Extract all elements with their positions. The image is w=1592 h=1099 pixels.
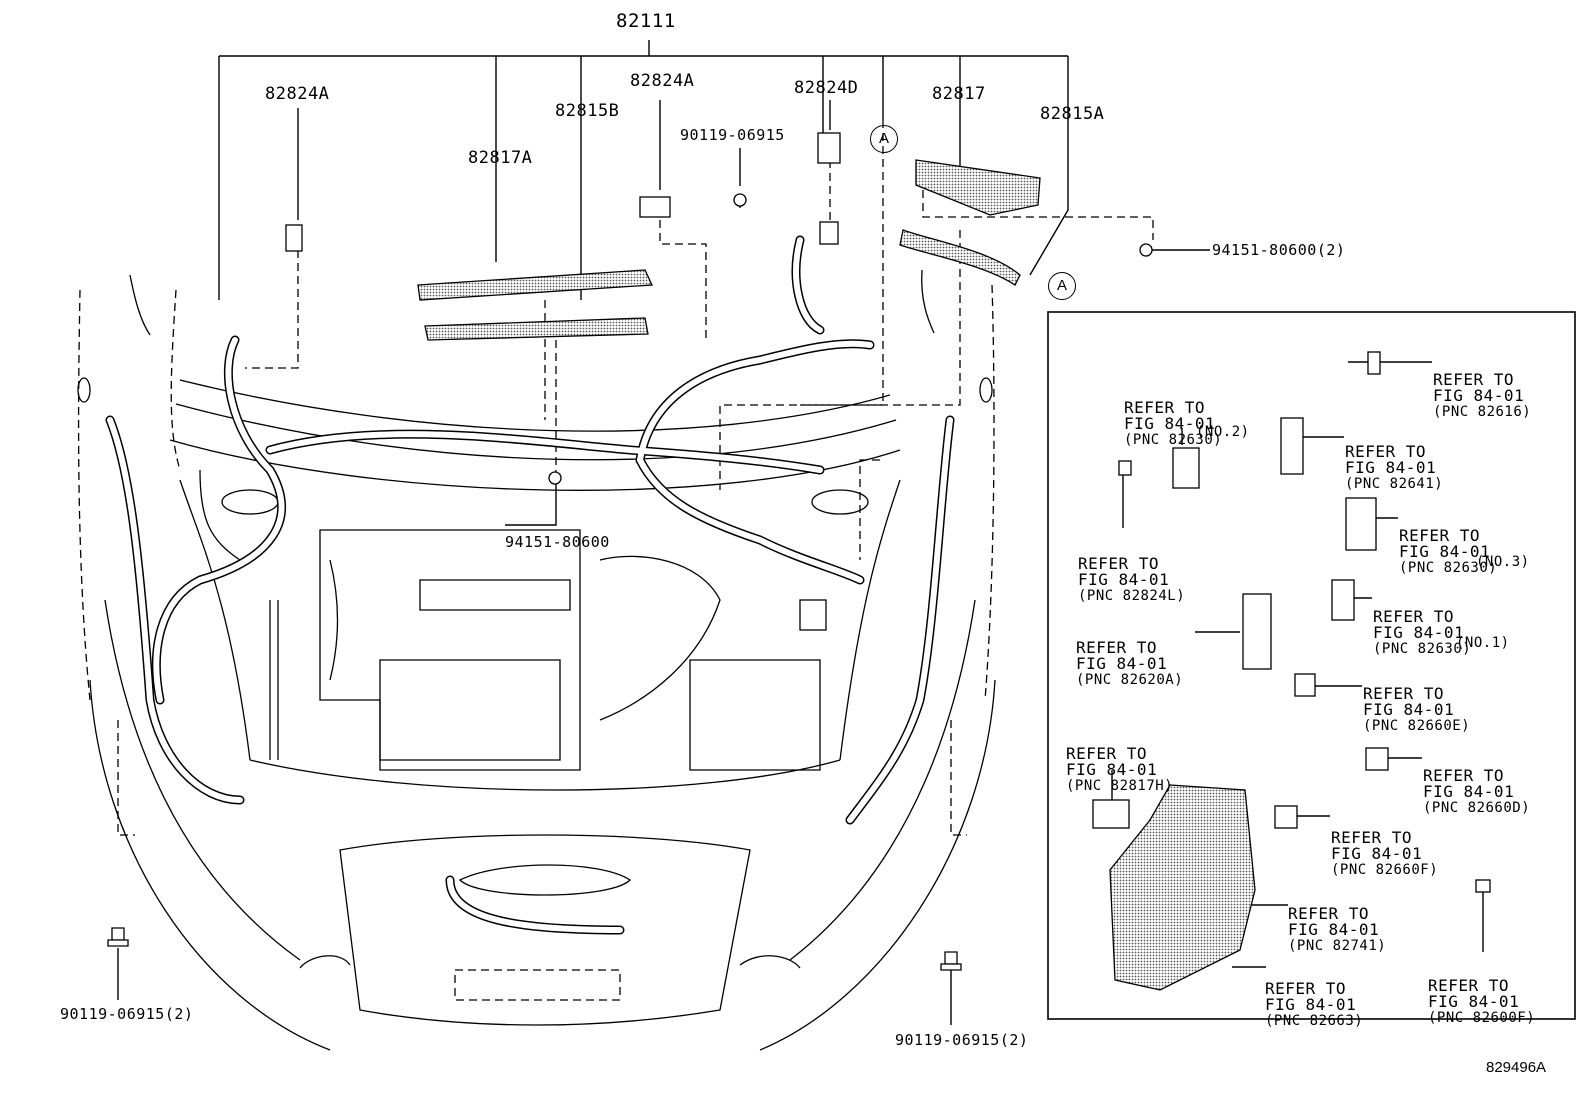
- label-clip-right: 94151-80600(2): [1212, 241, 1346, 259]
- callout-a-right: A: [1048, 272, 1076, 300]
- label-bolt-left: 90119-06915(2): [60, 1005, 194, 1023]
- label-82815b: 82815B: [555, 101, 620, 121]
- illustration-code: 829496A: [1486, 1059, 1547, 1076]
- label-82824a-center: 82824A: [630, 71, 695, 91]
- label-clip-center: 94151-80600: [505, 533, 610, 551]
- note-no3: (NO.3): [1476, 554, 1530, 570]
- label-82111: 82111: [616, 10, 676, 32]
- note-no2: (NO.2): [1196, 424, 1250, 440]
- label-82817: 82817: [932, 84, 986, 104]
- refer-box: [1047, 311, 1576, 1020]
- callout-a-top: A: [870, 125, 898, 153]
- label-82817a: 82817A: [468, 148, 533, 168]
- label-82824d: 82824D: [794, 78, 859, 98]
- label-bolt-right: 90119-06915(2): [895, 1031, 1029, 1049]
- relay-block-82663: [1109, 784, 1256, 991]
- label-bolt-top: 90119-06915: [680, 126, 785, 144]
- label-82824a-left: 82824A: [265, 84, 330, 104]
- label-82815a: 82815A: [1040, 104, 1105, 124]
- note-no1: (NO.1): [1456, 635, 1510, 651]
